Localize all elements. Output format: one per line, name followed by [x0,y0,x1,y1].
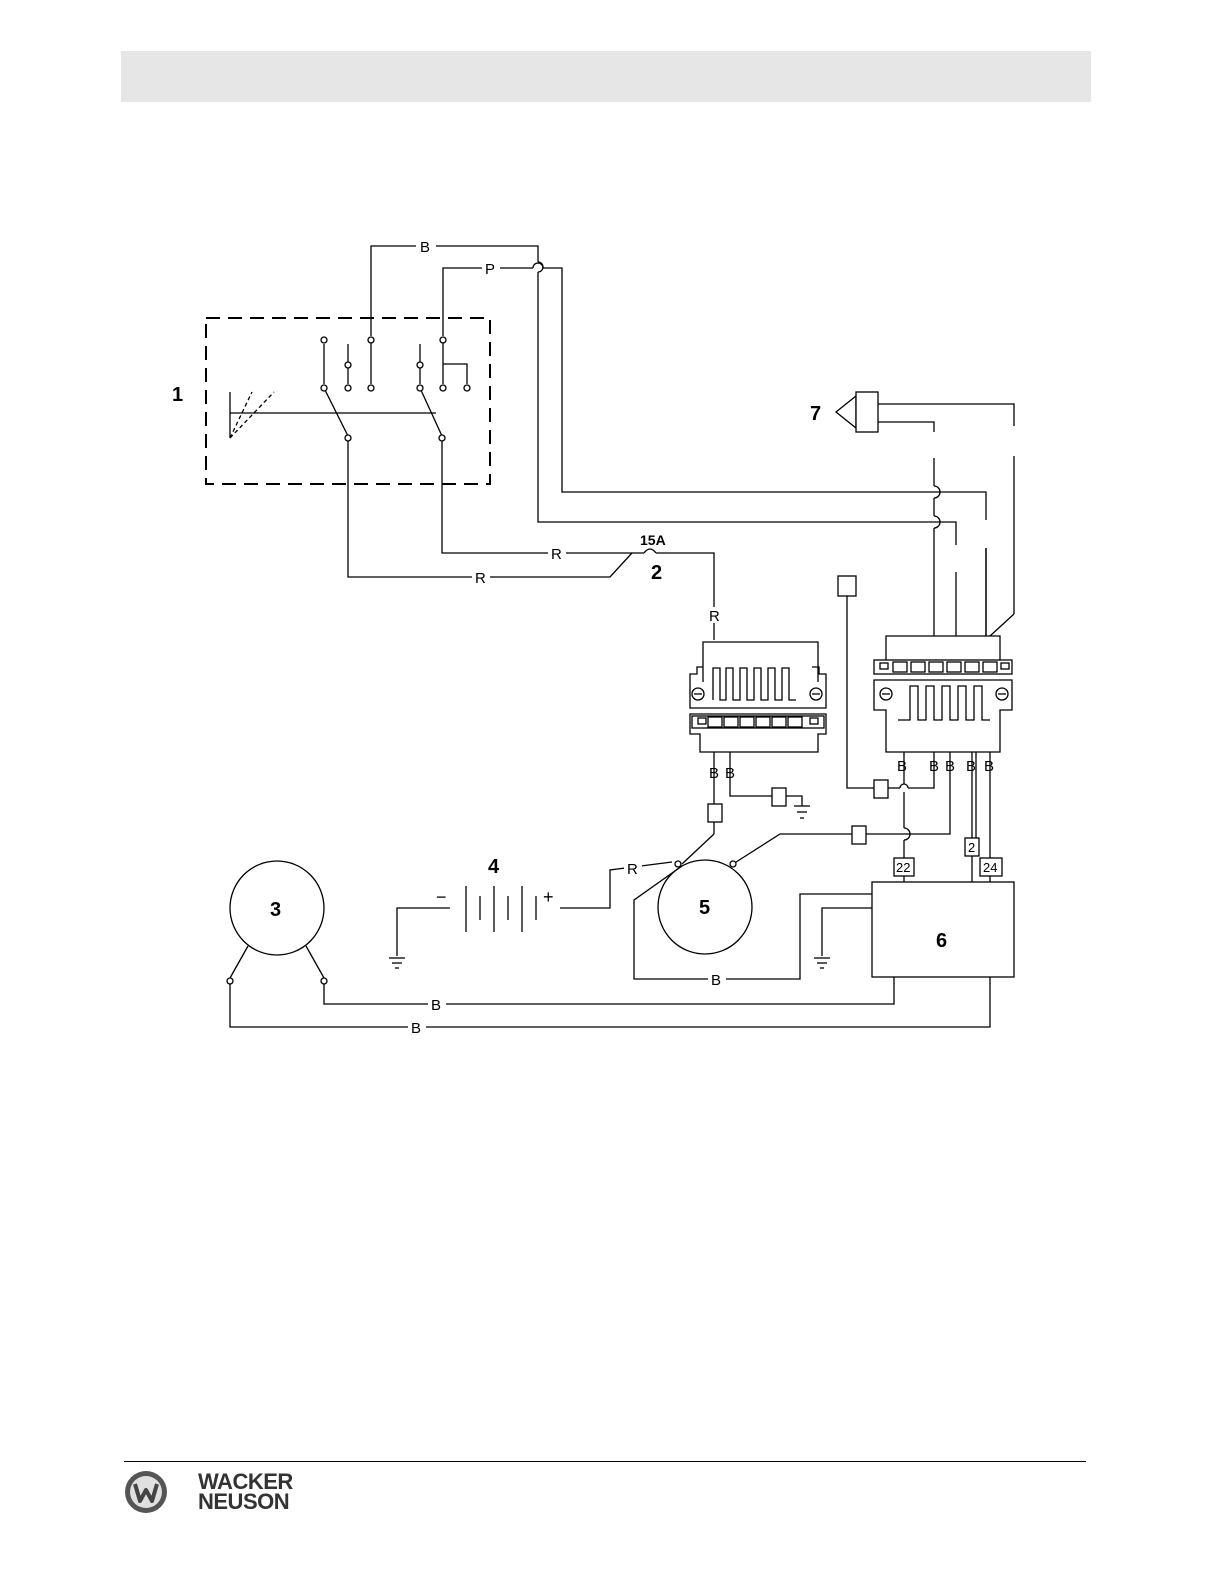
component-label-4: 4 [488,856,500,878]
wire-label-b-right-1: B [897,758,907,775]
wire-label-b-top: B [420,239,430,256]
battery [389,886,536,968]
wire-label-b-left-2: B [725,765,735,782]
wire-label-b-bottom-2: B [411,1020,421,1037]
wire-label-r-upper: R [551,546,562,563]
wire-label-r-battery: R [627,861,638,878]
connector-block-left [690,642,826,752]
terminal-tag-24: 24 [983,860,997,875]
wacker-neuson-logo-icon [124,1470,168,1514]
battery-minus: − [436,887,447,907]
wire-label-b-right-4: B [966,758,976,775]
wire-label-b-right-2: B [929,758,939,775]
wire-label-b-bottom-1: B [431,997,441,1014]
component-label-1: 1 [172,384,183,406]
brand-logo: WACKER NEUSON [124,1470,293,1514]
wire-label-b-right-3: B [945,758,955,775]
horn [836,392,1014,432]
connector-block-right [874,636,1012,752]
component-label-5: 5 [699,897,710,919]
wire-label-b-comp5: B [711,972,721,989]
component-label-2: 2 [651,562,662,584]
wire-label-r-lower: R [475,570,486,587]
wire-label-b-right-5: B [984,758,994,775]
wire-label-b-left-1: B [709,765,719,782]
component-label-3: 3 [270,899,281,921]
terminal-tag-22: 22 [896,860,910,875]
wire-label-p-top: P [485,261,495,278]
fuse-rating: 15A [640,532,666,548]
battery-plus: + [543,887,554,907]
component-label-7: 7 [810,403,821,425]
wire-label-r-connector: R [709,608,720,625]
footer-rule [124,1461,1086,1462]
component-label-6: 6 [936,930,947,952]
terminal-tag-2: 2 [968,840,975,855]
brand-line-2: NEUSON [198,1492,293,1512]
